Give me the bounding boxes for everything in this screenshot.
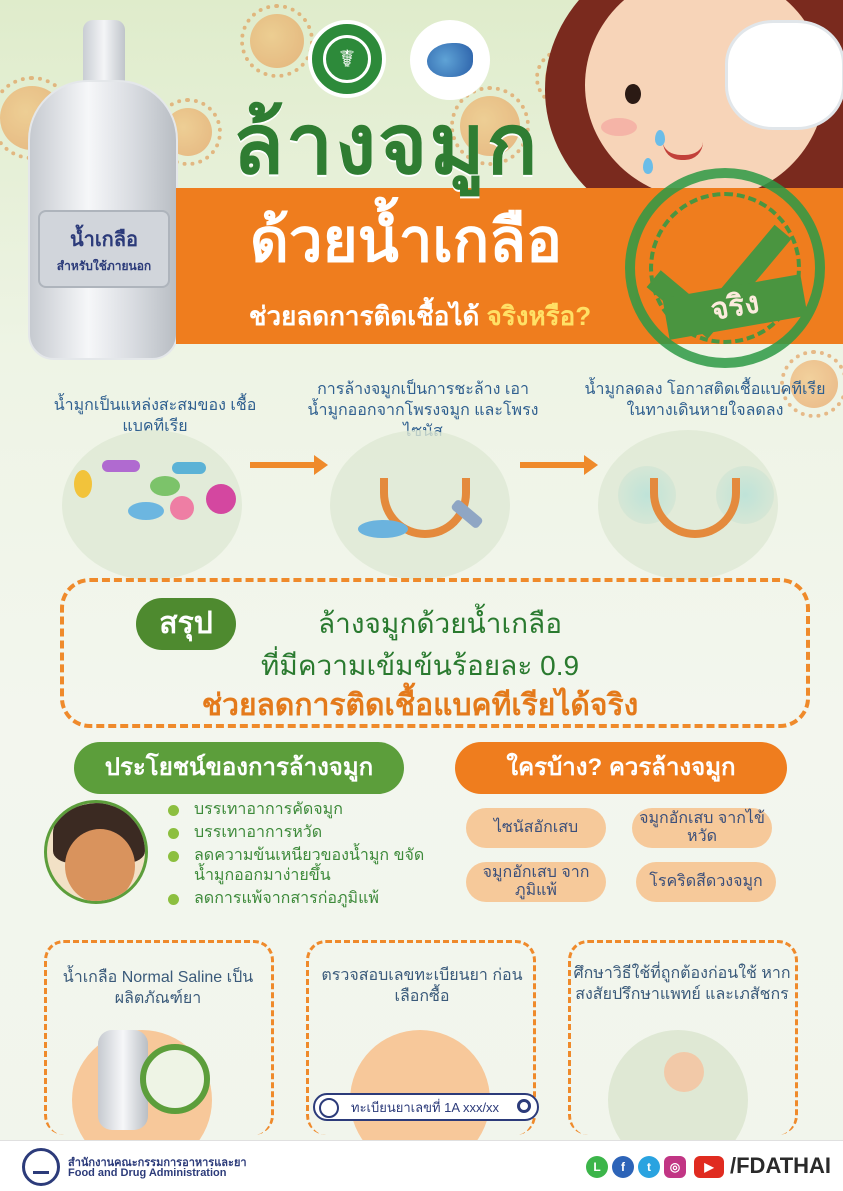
summary-line-3: ช่วยลดการติดเชื้อแบคทีเรียได้จริง bbox=[201, 689, 639, 722]
bacteria-icon bbox=[74, 470, 92, 498]
info-card bbox=[568, 940, 798, 1135]
pharmacist-icon bbox=[664, 1052, 704, 1092]
instagram-icon[interactable]: ◎ bbox=[664, 1156, 686, 1178]
summary-line-2: ที่มีความเข้มข้นร้อยละ 0.9 bbox=[260, 650, 580, 681]
saline-bottle-illustration: น้ำเกลือ สำหรับใช้ภายนอก bbox=[28, 20, 178, 360]
summary-tag: สรุป bbox=[136, 598, 236, 650]
social-handle[interactable]: /FDATHAI bbox=[730, 1153, 832, 1178]
arrow-right-icon bbox=[520, 455, 598, 475]
page-title: ล้างจมูก bbox=[232, 97, 540, 191]
bacteria-icon bbox=[172, 462, 206, 474]
org-name-en: Food and Drug Administration bbox=[68, 1167, 227, 1179]
summary-box bbox=[60, 578, 810, 728]
who-item: โรคริดสีดวงจมูก bbox=[636, 862, 776, 902]
card-text: น้ำเกลือ Normal Saline เป็นผลิตภัณฑ์ยา bbox=[62, 969, 254, 1007]
youtube-icon[interactable]: ▶ bbox=[694, 1156, 724, 1178]
bacteria-icon bbox=[150, 476, 180, 496]
true-stamp: จริง bbox=[625, 168, 825, 368]
ministry-of-public-health-logo: ☤ bbox=[308, 20, 386, 98]
benefit-item: บรรเทาอาการหวัด bbox=[168, 823, 438, 844]
nose-icon bbox=[650, 478, 740, 538]
benefits-list: บรรเทาอาการคัดจมูก บรรเทาอาการหวัด ลดควา… bbox=[168, 800, 438, 912]
dove-logo bbox=[410, 20, 490, 100]
nasal-spray-avatar bbox=[44, 800, 148, 904]
arrow-right-icon bbox=[250, 455, 328, 475]
card-text: ตรวจสอบเลขทะเบียนยา ก่อนเลือกซื้อ bbox=[321, 967, 523, 1005]
title-question: ช่วยลดการติดเชื้อได้ จริงหรือ? bbox=[200, 296, 640, 337]
bacteria-icon bbox=[128, 502, 164, 520]
benefit-item: ลดความข้นเหนียวของน้ำมูก ขจัดน้ำมูกออกมา… bbox=[168, 846, 438, 888]
girl-illustration bbox=[545, 0, 843, 200]
twitter-icon[interactable]: t bbox=[638, 1156, 660, 1178]
search-icon bbox=[517, 1099, 531, 1113]
info-card bbox=[44, 940, 274, 1135]
virus-decoration bbox=[450, 86, 530, 166]
who-item: ไซนัสอักเสบ bbox=[466, 808, 606, 848]
plus-icon bbox=[140, 1044, 210, 1114]
virus-decoration bbox=[240, 4, 314, 78]
question-prefix: ช่วยลดการติดเชื้อได้ bbox=[248, 301, 487, 331]
facebook-icon[interactable]: f bbox=[612, 1156, 634, 1178]
line-icon[interactable]: L bbox=[586, 1156, 608, 1178]
bottle-label: น้ำเกลือ สำหรับใช้ภายนอก bbox=[38, 210, 170, 288]
page-subtitle: ด้วยน้ำเกลือ bbox=[249, 207, 563, 274]
info-card bbox=[306, 940, 536, 1135]
bacteria-icon bbox=[170, 496, 194, 520]
water-splash-icon bbox=[358, 520, 408, 538]
org-name-th: สำนักงานคณะกรรมการอาหารและยา bbox=[68, 1157, 247, 1169]
bacteria-icon bbox=[102, 460, 140, 472]
question-highlight: จริงหรือ? bbox=[486, 301, 592, 331]
bacteria-icon bbox=[206, 484, 236, 514]
mini-bottle-icon bbox=[98, 1030, 148, 1130]
virus-decoration bbox=[780, 350, 843, 418]
benefits-heading: ประโยชน์ของการล้างจมูก bbox=[74, 742, 404, 794]
step-text: น้ำมูกลดลง โอกาสติดเชื้อแบคทีเรีย ในทางเ… bbox=[584, 381, 826, 419]
step-text: การล้างจมูกเป็นการชะล้าง เอาน้ำมูกออกจาก… bbox=[307, 381, 539, 440]
who-item: จมูกอักเสบ จากไข้หวัด bbox=[632, 808, 772, 848]
benefit-item: ลดการแพ้จากสารก่อภูมิแพ้ bbox=[168, 889, 438, 910]
fda-logo-icon bbox=[22, 1148, 60, 1186]
card-text: ศึกษาวิธีใช้ที่ถูกต้องก่อนใช้ หากสงสัยปร… bbox=[573, 965, 791, 1003]
registration-search: ทะเบียนยาเลขที่ 1A xxx/xx bbox=[313, 1093, 539, 1121]
bottle-label-main: น้ำเกลือ bbox=[69, 228, 139, 251]
benefit-item: บรรเทาอาการคัดจมูก bbox=[168, 800, 438, 821]
who-item: จมูกอักเสบ จากภูมิแพ้ bbox=[466, 862, 606, 902]
registration-text: ทะเบียนยาเลขที่ 1A xxx/xx bbox=[351, 1099, 500, 1115]
bottle-label-sub: สำหรับใช้ภายนอก bbox=[56, 258, 152, 273]
who-heading: ใครบ้าง? ควรล้างจมูก bbox=[455, 742, 787, 794]
summary-line-1: ล้างจมูกด้วยน้ำเกลือ bbox=[317, 608, 563, 639]
fda-mini-icon bbox=[319, 1098, 339, 1118]
